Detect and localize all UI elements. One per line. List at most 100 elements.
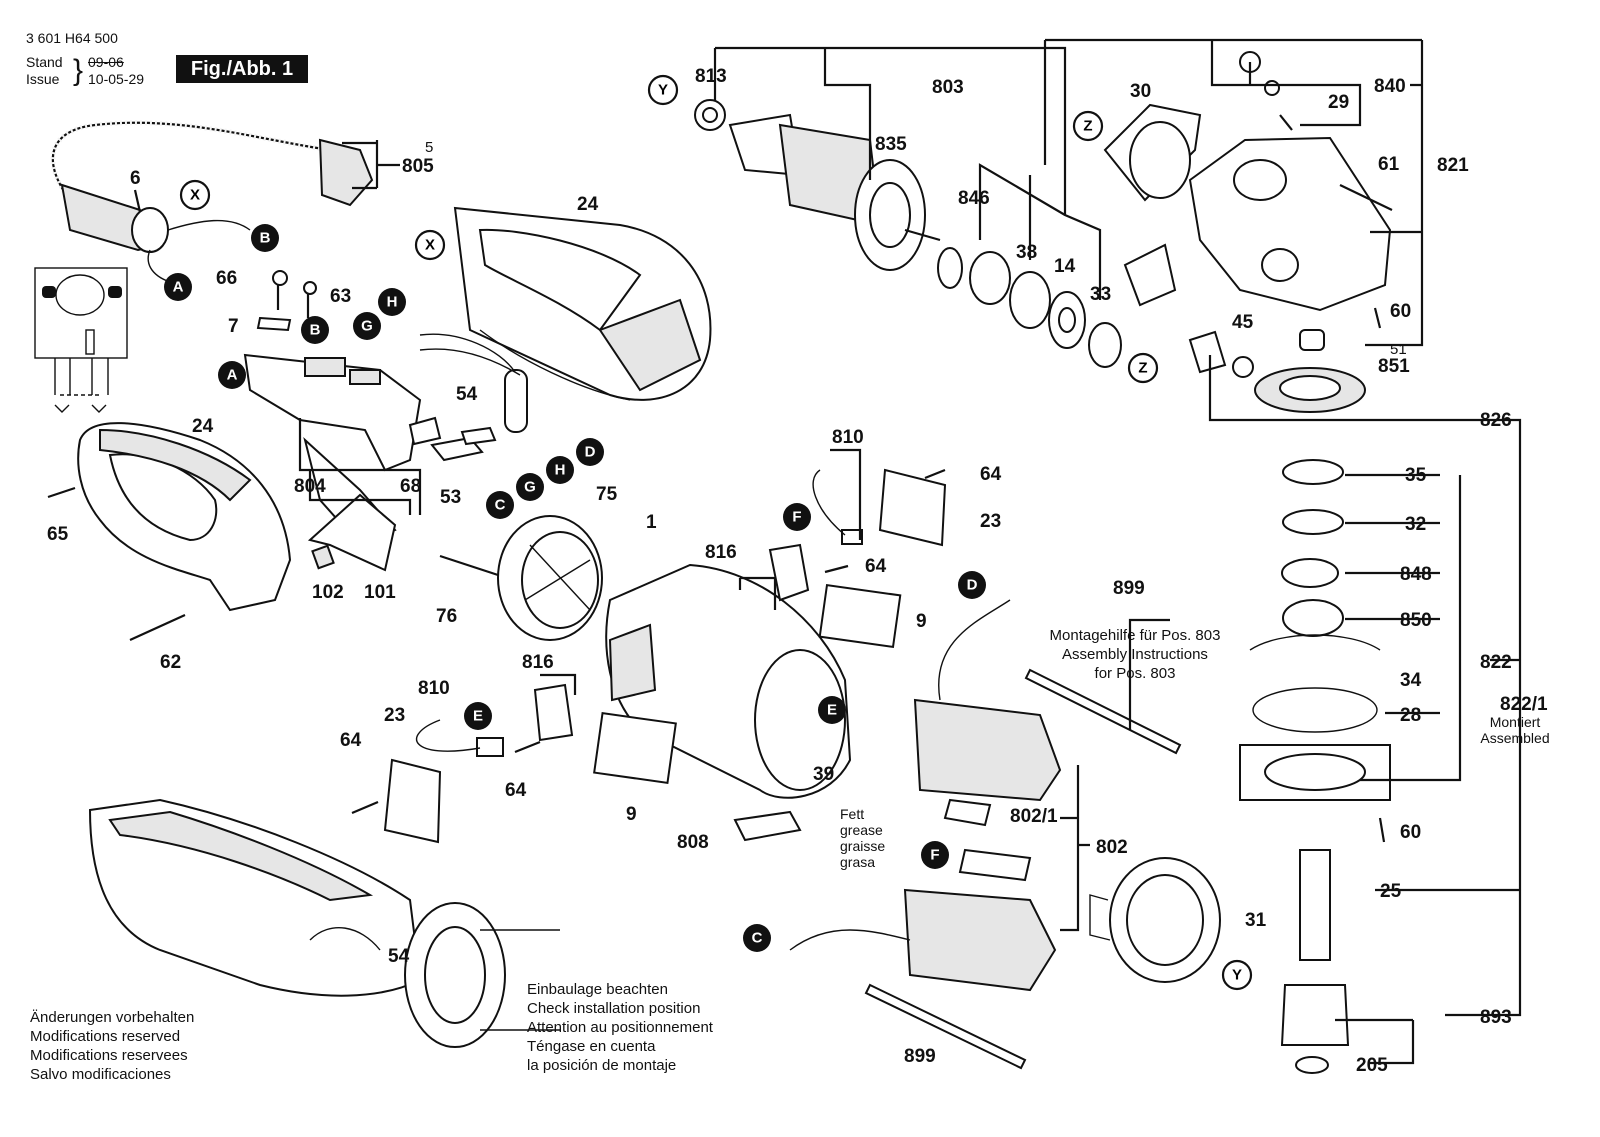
rear-handle: [47, 422, 397, 642]
field-stator: [789, 599, 1062, 992]
connector-letter: Y: [658, 82, 668, 99]
part-label-76: 76: [436, 606, 457, 627]
part-label-6: 6: [130, 168, 141, 189]
modifications-line: Änderungen vorbehalten: [30, 1009, 195, 1026]
doc-number: 3 601 H64 500: [26, 30, 118, 46]
modifications-line: Salvo modificaciones: [30, 1066, 171, 1083]
connector-a-switch: A: [218, 361, 246, 389]
part-label-899: 899: [904, 1046, 936, 1067]
part-label-75: 75: [596, 484, 618, 505]
installation-line: Téngase en cuenta: [527, 1038, 656, 1055]
part-label-60: 60: [1400, 822, 1421, 843]
cutaway-view: [88, 798, 560, 1048]
part-label-32: 32: [1405, 514, 1426, 535]
part-label-65: 65: [47, 524, 69, 545]
part-label-810: 810: [832, 427, 864, 448]
connector-letter: H: [387, 294, 398, 311]
assembled-line: Assembled: [1480, 730, 1550, 746]
connector-letter: Z: [1083, 118, 1092, 135]
part-label-205: 205: [1356, 1055, 1388, 1076]
assembly-note: Montagehilfe für Pos. 803 Assembly Instr…: [1030, 626, 1240, 683]
part-label-802-1: 802/1: [1010, 806, 1058, 827]
assembled-line: Montiert: [1489, 714, 1541, 730]
connector-g-cap: G: [353, 312, 381, 340]
part-label-1: 1: [646, 512, 657, 533]
connector-letter: F: [930, 847, 939, 864]
part-label-64: 64: [980, 464, 1002, 485]
connector-g-switch: G: [516, 473, 544, 501]
part-label-63: 63: [330, 286, 351, 307]
part-label-25: 25: [1380, 881, 1402, 902]
connector-letter: A: [173, 279, 184, 296]
connector-letter: Z: [1138, 360, 1147, 377]
grease-line: grasa: [840, 854, 876, 870]
part-label-813: 813: [695, 66, 727, 87]
connector-letter: G: [361, 318, 373, 335]
connector-letter: X: [425, 237, 435, 254]
connector-z-gear: Z: [1072, 110, 1104, 142]
end-cover: [1089, 857, 1221, 983]
installation-note: Einbaulage beachten Check installation p…: [527, 980, 713, 1075]
assembled-note: Montiert Assembled: [1470, 714, 1560, 746]
part-label-840: 840: [1374, 76, 1406, 97]
part-label-31: 31: [1245, 910, 1267, 931]
connector-d-field: D: [958, 571, 986, 599]
connector-b-switch: B: [301, 316, 329, 344]
assembly-line: Montagehilfe für Pos. 803: [1049, 627, 1221, 644]
part-label-53: 53: [440, 487, 461, 508]
part-label-64: 64: [340, 730, 362, 751]
part-label-51: 51: [1390, 341, 1407, 358]
grease-line: graisse: [840, 838, 886, 854]
connector-letter: Y: [1232, 967, 1242, 984]
modifications-line: Modifications reserved: [30, 1028, 181, 1045]
installation-line: Check installation position: [527, 1000, 701, 1017]
part-label-64: 64: [865, 556, 887, 577]
part-label-39: 39: [813, 764, 834, 785]
part-label-808: 808: [677, 832, 709, 853]
connector-z-bearing: Z: [1127, 352, 1159, 384]
connector-y-cover: Y: [1221, 959, 1253, 991]
part-label-102: 102: [312, 582, 344, 603]
assembly-line: Assembly Instructions: [1062, 646, 1208, 663]
part-label-802: 802: [1096, 837, 1128, 858]
part-label-822-1: 822/1: [1500, 694, 1548, 715]
stand-label: Stand: [26, 54, 63, 70]
part-label-804: 804: [294, 476, 326, 497]
connector-f-field: F: [921, 841, 949, 869]
gear-housing: [1103, 51, 1393, 312]
connector-letter: E: [473, 708, 483, 725]
part-label-101: 101: [364, 582, 396, 603]
issue-label: Issue: [26, 71, 60, 87]
fan-baffle: [439, 515, 603, 641]
motor-housing: [593, 563, 902, 842]
part-label-816: 816: [522, 652, 554, 673]
part-label-38: 38: [1016, 242, 1037, 263]
connector-c-field: C: [743, 924, 771, 952]
part-label-14: 14: [1054, 256, 1076, 277]
connector-h-switch: H: [546, 456, 574, 484]
part-label-9: 9: [626, 804, 637, 825]
part-label-826: 826: [1480, 410, 1512, 431]
part-label-30: 30: [1130, 81, 1151, 102]
connector-a-cord: A: [164, 273, 192, 301]
part-label-34: 34: [1400, 670, 1422, 691]
part-label-45: 45: [1232, 312, 1254, 333]
part-label-24: 24: [192, 416, 214, 437]
part-label-893: 893: [1480, 1007, 1512, 1028]
connector-letter: B: [260, 230, 271, 247]
connector-letter: A: [227, 367, 238, 384]
part-label-821: 821: [1437, 155, 1469, 176]
part-label-848: 848: [1400, 564, 1432, 585]
brush-holders: [416, 469, 863, 757]
grease-note: Fett grease graisse grasa: [840, 806, 885, 870]
grease-line: grease: [840, 822, 883, 838]
capacitor: [419, 333, 528, 433]
right-stack: [1239, 367, 1391, 1074]
modifications-line: Modifications reservees: [30, 1047, 188, 1064]
connector-letter: D: [585, 444, 596, 461]
part-label-816: 816: [705, 542, 737, 563]
brace-icon: }: [73, 54, 84, 87]
part-label-23: 23: [384, 705, 405, 726]
connector-x-housing: X: [414, 229, 446, 261]
part-label-822: 822: [1480, 652, 1512, 673]
